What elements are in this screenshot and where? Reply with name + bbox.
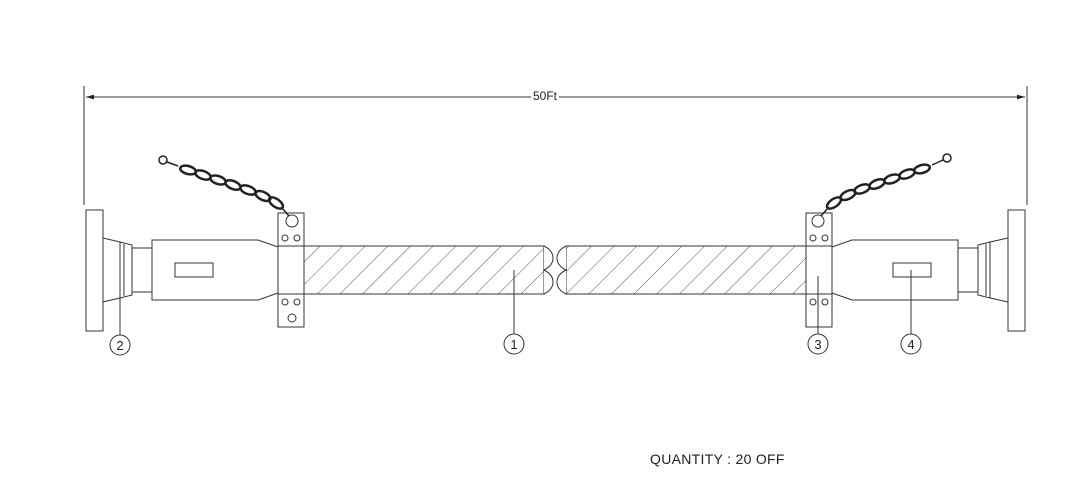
hose-left-segment	[303, 245, 545, 295]
left-safety-chain	[158, 155, 290, 217]
svg-text:3: 3	[814, 337, 821, 352]
right-nameplate	[892, 262, 932, 278]
left-clamp	[277, 212, 305, 328]
left-flange	[85, 209, 104, 332]
right-clamp	[805, 212, 833, 328]
svg-text:1: 1	[510, 337, 517, 352]
item-balloons: 2 1 3 4	[109, 333, 922, 356]
left-flange-neck	[102, 237, 133, 303]
svg-text:4: 4	[907, 337, 914, 352]
balloon-2: 2	[109, 334, 131, 356]
balloon-4: 4	[900, 333, 922, 355]
right-safety-chain	[820, 153, 952, 217]
svg-text:2: 2	[116, 338, 123, 353]
balloon-3: 3	[807, 333, 829, 355]
hose-body	[303, 244, 807, 296]
right-flange	[1007, 209, 1026, 332]
overall-dimension	[83, 86, 1028, 205]
balloon-1: 1	[503, 333, 525, 355]
right-flange-neck	[977, 237, 1009, 303]
hose-right-segment	[565, 245, 807, 295]
right-nut	[957, 247, 979, 293]
left-nameplate	[174, 262, 214, 278]
quantity-note: QUANTITY : 20 OFF	[650, 451, 785, 467]
left-nut	[131, 247, 153, 293]
leader-lines	[119, 270, 912, 336]
left-ferrule	[151, 239, 279, 301]
left-end-fitting	[85, 209, 305, 332]
dimension-label: 50Ft	[531, 89, 560, 103]
right-end-fitting	[805, 209, 1026, 332]
